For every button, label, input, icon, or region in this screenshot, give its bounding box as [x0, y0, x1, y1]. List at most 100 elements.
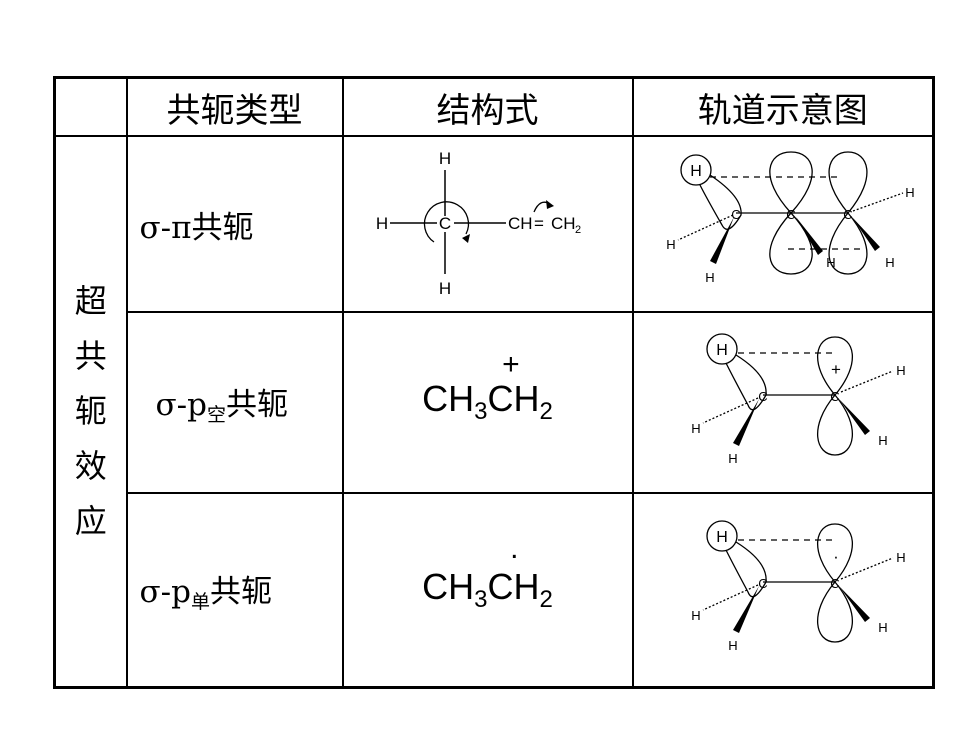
type-subscript: 空 [206, 403, 226, 426]
orbital-diagram-sigma-pi: H C C C H H H H H [666, 151, 914, 285]
structure-sigma-p-single: CH3CH2 . [341, 492, 634, 688]
type-sigma-pi: σ-π共轭 [125, 135, 344, 313]
p-orbital [769, 151, 813, 275]
formula-sub: 3 [474, 398, 488, 426]
atom-h-top: H [438, 149, 450, 168]
wedge-bond [709, 217, 734, 264]
formula-part: CH [422, 565, 475, 607]
orbital-label: C [786, 207, 795, 222]
wedge-bond [851, 217, 880, 251]
header-conjugation-type: 共轭类型 [125, 76, 344, 137]
type-suffix: 共轭 [191, 209, 254, 246]
orbital-label: H [666, 237, 675, 252]
wedge-bond [838, 399, 870, 435]
type-sigma-p-single: σ-p单共轭 [125, 492, 344, 688]
atom-h-left: H [375, 214, 387, 233]
orbital-diagram-sigma-p-empty: H C C + H H H H [691, 333, 905, 466]
type-prefix: σ-p [139, 573, 191, 610]
side-char: 超 [74, 281, 107, 320]
side-char: 轭 [74, 391, 107, 430]
chain-ch2-sub: 2 [575, 224, 581, 236]
charge-mark: + [831, 360, 841, 379]
arrow-head [461, 234, 470, 243]
orbital-label: H [716, 342, 728, 359]
chain-ch: CH [508, 214, 533, 233]
hyperconjugation-table: 共轭类型 结构式 轨道示意图 超 共 轭 效 应 σ-π共轭 H H C H [53, 76, 935, 689]
orbital-label: H [878, 620, 887, 635]
orbital-sigma-pi: H C C C H H H H H [631, 135, 935, 313]
p-orbital-single [816, 523, 853, 643]
h-orbital [680, 154, 712, 186]
orbital-label: H [896, 363, 905, 378]
formula-sub: 3 [474, 585, 488, 613]
orbital-diagram-sigma-p-single: H C C · H H H H [691, 520, 905, 653]
type-subscript: 单 [190, 590, 210, 613]
orbital-label: H [728, 451, 737, 466]
propene-structure-diagram: H H C H CH = CH 2 [375, 149, 581, 298]
sigma-lobe [725, 541, 767, 598]
h-orbital [706, 333, 738, 365]
orbital-label: H [826, 255, 835, 270]
type-prefix: σ-p [155, 386, 207, 423]
arrow-head [545, 200, 554, 209]
formula-part: CH [422, 378, 475, 420]
side-char: 共 [74, 336, 107, 375]
orbital-label: H [905, 185, 914, 200]
orbital-label: C [758, 576, 767, 591]
orbital-label: H [885, 255, 894, 270]
orbital-label: C [830, 389, 839, 404]
hashed-bond [840, 370, 893, 393]
orbital-label: C [830, 576, 839, 591]
wedge-bond [838, 586, 870, 623]
orbital-label: C [758, 389, 767, 404]
ethyl-cation-formula: CH3CH2 + [422, 348, 553, 426]
formula-part: CH [487, 565, 540, 607]
orbital-label: H [716, 529, 728, 546]
p-orbital-empty [816, 336, 853, 456]
orbital-label: H [896, 550, 905, 565]
orbital-label: H [728, 638, 737, 653]
orbital-sigma-p-empty: H C C + H H H H [631, 311, 935, 494]
type-prefix: σ-π [139, 209, 192, 246]
sigma-lobe [725, 354, 767, 411]
hashed-bond [852, 192, 903, 212]
h-orbital [706, 520, 738, 552]
structure-sigma-pi: H H C H CH = CH 2 [341, 135, 634, 313]
formula-part: CH [487, 378, 540, 420]
orbital-label: C [731, 207, 740, 222]
ethyl-radical-formula: CH3CH2 . [422, 532, 553, 614]
side-char: 应 [74, 501, 107, 540]
formula-sub: 2 [539, 585, 553, 613]
orbital-label: H [705, 270, 714, 285]
chain-ch2: CH [551, 214, 576, 233]
type-sigma-p-empty: σ-p空共轭 [125, 311, 344, 494]
p-orbital [828, 151, 868, 275]
side-char: 效 [74, 446, 107, 485]
header-blank [53, 76, 128, 137]
wedge-bond [732, 586, 759, 634]
header-structure: 结构式 [341, 76, 634, 137]
atom-c: C [438, 214, 450, 233]
orbital-label: H [691, 421, 700, 436]
radical-dot: . [510, 531, 519, 565]
type-suffix: 共轭 [210, 573, 272, 610]
wedge-bond [795, 217, 823, 255]
wedge-bond [732, 399, 759, 446]
sigma-lobe [699, 174, 742, 230]
orbital-label: H [691, 608, 700, 623]
orbital-label: C [843, 207, 852, 222]
cation-charge: + [502, 348, 520, 382]
side-label-hyperconjugation: 超 共 轭 效 应 [53, 135, 128, 688]
structure-sigma-p-empty: CH3CH2 + [341, 311, 634, 494]
hashed-bond [840, 557, 893, 580]
curved-arrow-sigma [423, 201, 469, 243]
double-bond: = [534, 214, 544, 233]
orbital-label: H [690, 163, 702, 180]
formula-sub: 2 [539, 398, 553, 426]
atom-h-bottom: H [438, 279, 450, 298]
orbital-sigma-p-single: H C C · H H H H [631, 492, 935, 688]
header-orbital-diagram: 轨道示意图 [631, 76, 935, 137]
orbital-label: H [878, 433, 887, 448]
type-suffix: 共轭 [226, 386, 288, 423]
radical-dot-mark: · [833, 547, 839, 566]
